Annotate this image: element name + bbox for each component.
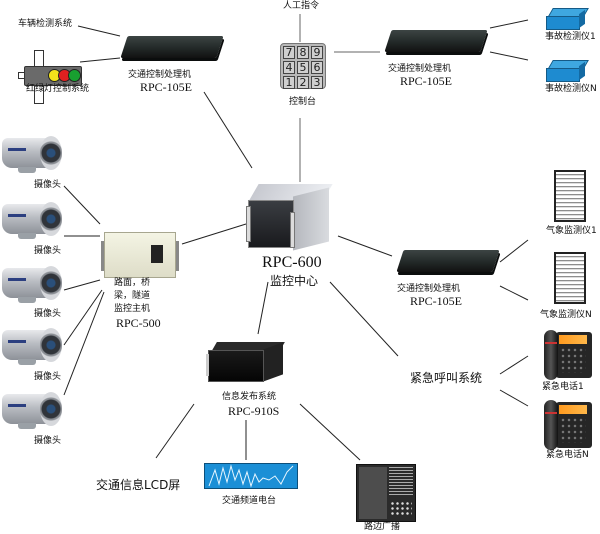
traffic-radio-label: 交通频道电台 [222,496,277,506]
key: 8 [297,46,309,59]
edge-processor-mr-wm1 [499,239,529,263]
center-label: 监控中心 [270,274,319,288]
camera-label: 摄像头 [34,436,62,446]
edge-info-broadcast [299,403,361,461]
info-publish-label: 信息发布系统 [222,392,277,402]
edge-traffic-light [79,57,121,63]
edge-center-processor-mr [337,235,393,257]
camera-icon [2,326,64,366]
processor-mr-model: RPC-105E [410,294,463,308]
server-tower-icon [246,184,333,251]
roadside-broadcast-label: 路边广播 [364,522,401,532]
camera-icon [2,390,64,430]
weather-monitor-1-label: 气象监测仪1 [546,226,597,236]
edge-processor-mr-wmn [499,285,529,301]
detector-box-icon [546,8,589,30]
emergency-call-system-label: 紧急呼叫系统 [410,371,483,385]
vehicle-detection-label: 车辆检测系统 [18,19,73,29]
key: 7 [283,46,295,59]
edge-cam5-host [63,291,105,396]
speaker-icon [356,464,416,522]
phone-icon [544,400,592,450]
key: 9 [311,46,323,59]
camera-icon [2,134,64,174]
center-model: RPC-600 [262,254,322,271]
weather-monitor-n-label: 气象监测仪N [540,310,592,320]
edge-emergency-phone1 [499,355,529,375]
camera-label: 摄像头 [34,246,62,256]
accident-detector-1-label: 事故检测仪1 [545,32,596,42]
manual-command-label: 人工指令 [283,1,320,11]
edge-cam4-host [63,289,103,346]
keypad-icon: 7 8 9 4 5 6 1 2 3 [280,43,326,89]
accident-detector-n-label: 事故检测仪N [545,84,597,94]
edge-center-info [257,281,269,335]
traffic-light-control-label: 红绿灯控制系统 [26,84,90,94]
weather-station-icon [554,170,586,222]
weather-station-icon [554,252,586,304]
emergency-phone-n-label: 紧急电话N [546,450,589,460]
key: 1 [283,76,295,89]
edge-cam3-host [63,279,101,291]
camera-label: 摄像头 [34,372,62,382]
control-console-label: 控制台 [289,97,317,107]
detector-box-icon [546,60,589,82]
key: 6 [311,61,323,74]
camera-label: 摄像头 [34,309,62,319]
edge-info-lcd [155,403,195,459]
key: 2 [297,76,309,89]
edge-processor-tr-det1 [489,19,529,29]
edge-emergency-phonen [499,389,529,407]
key: 5 [297,61,309,74]
radio-wave-icon [204,463,298,489]
processor-tl-model: RPC-105E [140,80,193,94]
emergency-phone-1-label: 紧急电话1 [542,382,584,392]
edge-processor-tl-center [203,91,253,169]
processor-mr-label: 交通控制处理机 [397,284,461,294]
processor-icon [384,30,488,52]
road-host-label-line1: 路面，桥 [114,278,151,288]
processor-tl-label: 交通控制处理机 [128,70,192,80]
lcd-screen-label: 交通信息LCD屏 [96,478,181,492]
edge-processor-tr-detn [489,51,529,61]
camera-label: 摄像头 [34,180,62,190]
processor-tr-model: RPC-105E [400,74,453,88]
rack-server-icon [101,232,179,278]
traffic-light-icon [18,50,82,104]
rack-server-icon [206,342,285,382]
processor-tr-label: 交通控制处理机 [388,64,452,74]
key: 4 [283,61,295,74]
camera-icon [2,264,64,304]
road-host-model: RPC-500 [116,316,161,330]
edge-center-emergency [329,281,399,357]
road-host-label-line2: 梁，隧道 [114,291,151,301]
info-publish-model: RPC-910S [228,404,280,418]
phone-icon [544,330,592,380]
key: 3 [311,76,323,89]
road-host-label-line3: 监控主机 [114,304,151,314]
processor-icon [396,250,500,272]
edge-vehicle-detection [77,25,121,37]
edge-cam1-host [63,185,101,225]
camera-icon [2,200,64,240]
edge-host-center [181,223,247,245]
processor-icon [120,36,224,58]
